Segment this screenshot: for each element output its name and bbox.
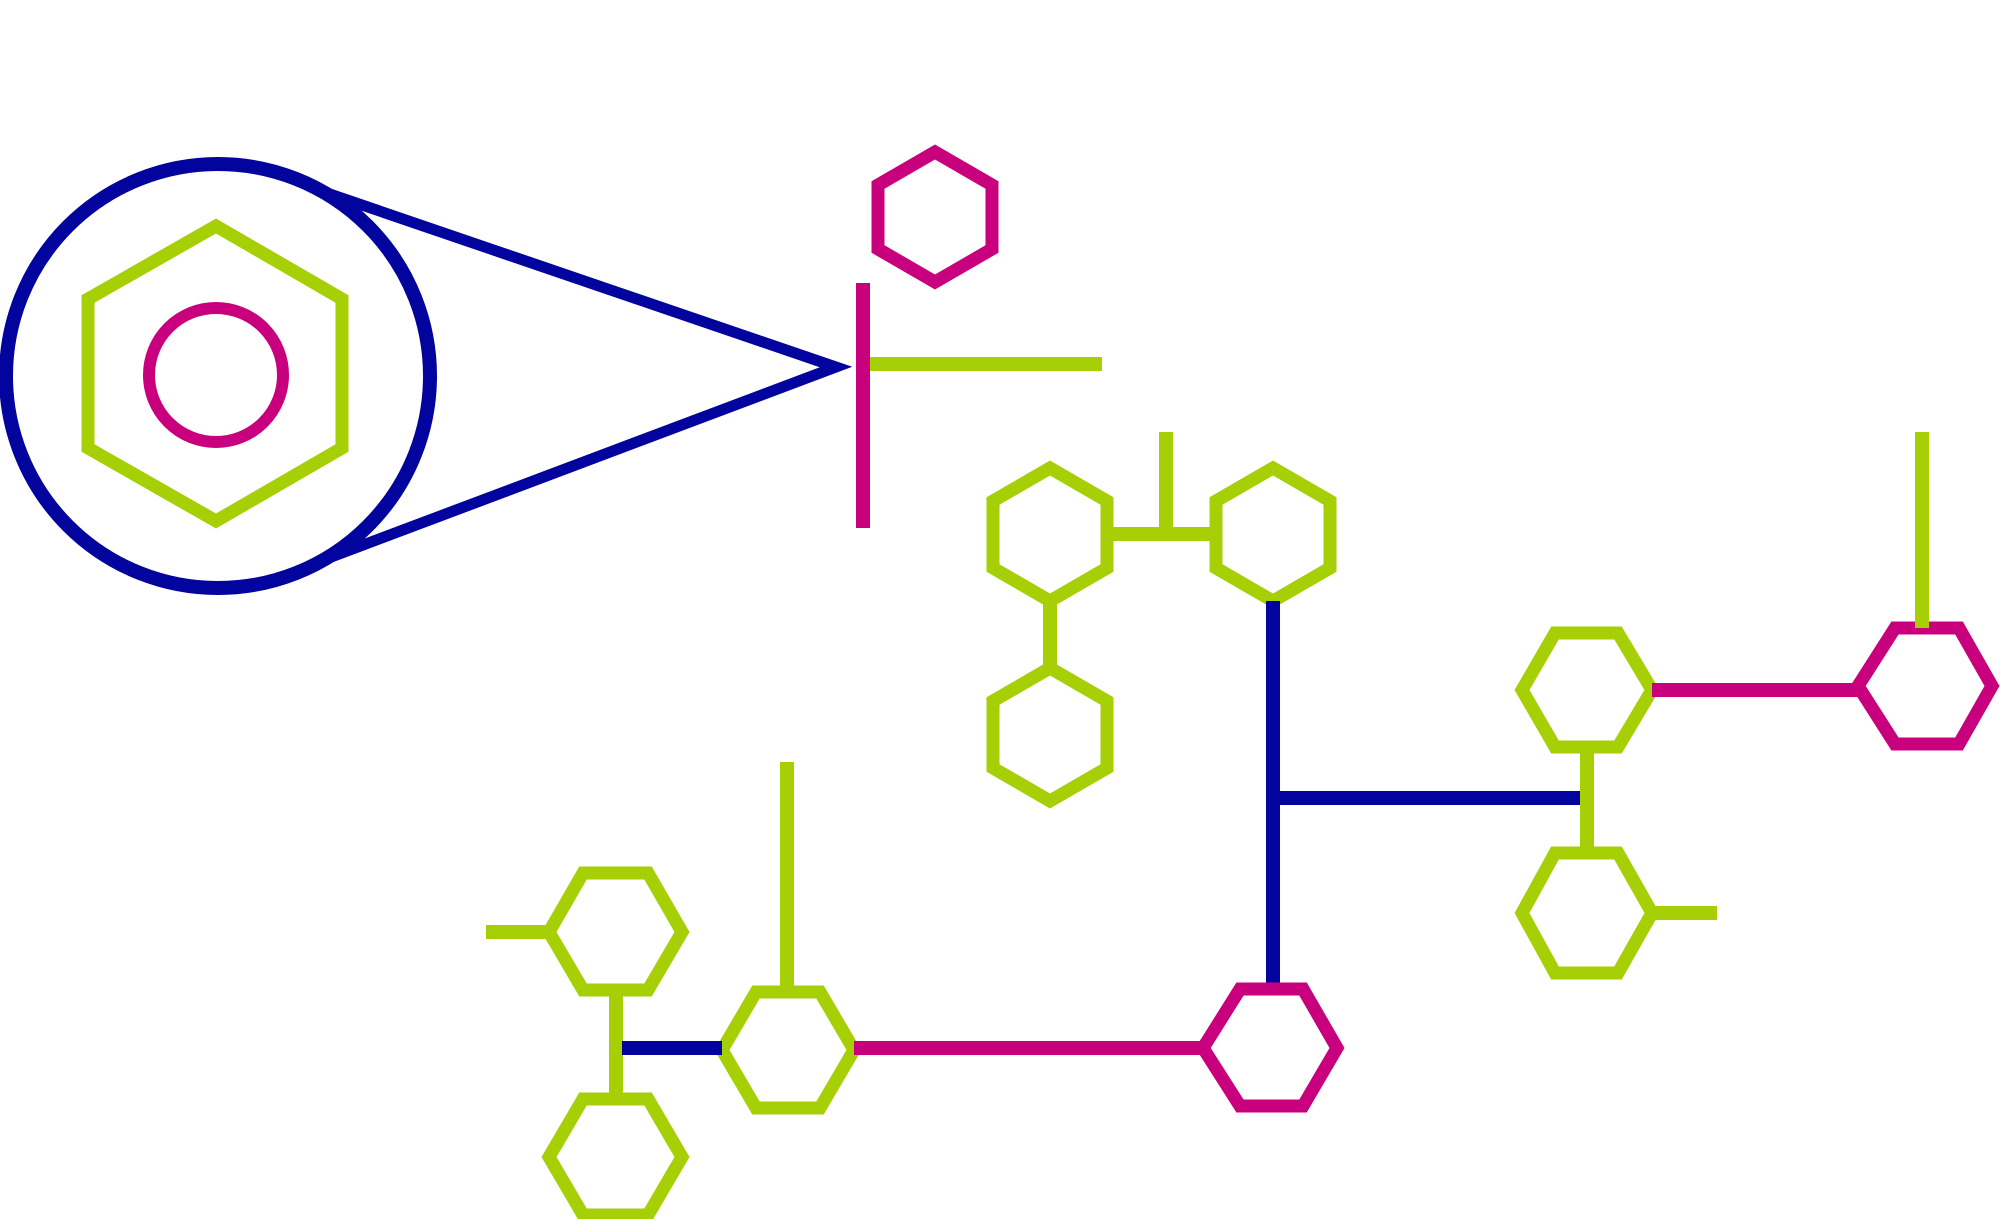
magnifier-pointer <box>316 184 853 568</box>
hexagon-node-mid-bottom <box>986 660 1114 809</box>
hexagon-node-bottom-left-upper <box>541 866 690 997</box>
hexagon-node-right-lower-green <box>1514 846 1660 980</box>
hexagon-node-mid-left <box>986 460 1114 609</box>
hexagon-node-far-right-magenta <box>1850 621 2000 751</box>
hexagon-node-mid-right <box>1209 460 1337 609</box>
magnifier-lens <box>0 157 437 595</box>
hexagon-node-top-magenta <box>871 144 999 290</box>
hexagon-node-bottom-center-green <box>714 985 862 1115</box>
hexagon-node-bottom-left-lower <box>541 1092 690 1219</box>
magnified-inner-circle <box>143 302 289 448</box>
hexagon-node-right-upper-green <box>1514 626 1660 754</box>
magnifier-callout-icon <box>0 157 853 595</box>
hexagon-node-bottom-magenta <box>1195 982 1345 1113</box>
magnified-hexagon <box>81 218 349 529</box>
